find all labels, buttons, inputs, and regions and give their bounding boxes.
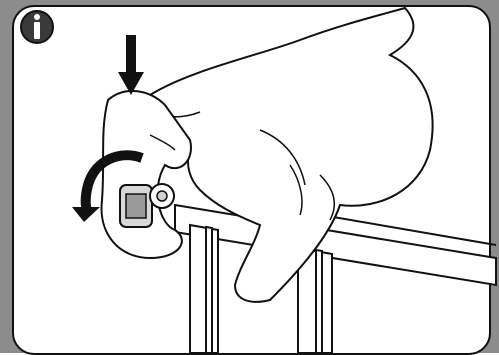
arrow-down-icon: [118, 35, 144, 95]
gate-frame: [175, 195, 496, 353]
info-icon: [21, 11, 53, 43]
